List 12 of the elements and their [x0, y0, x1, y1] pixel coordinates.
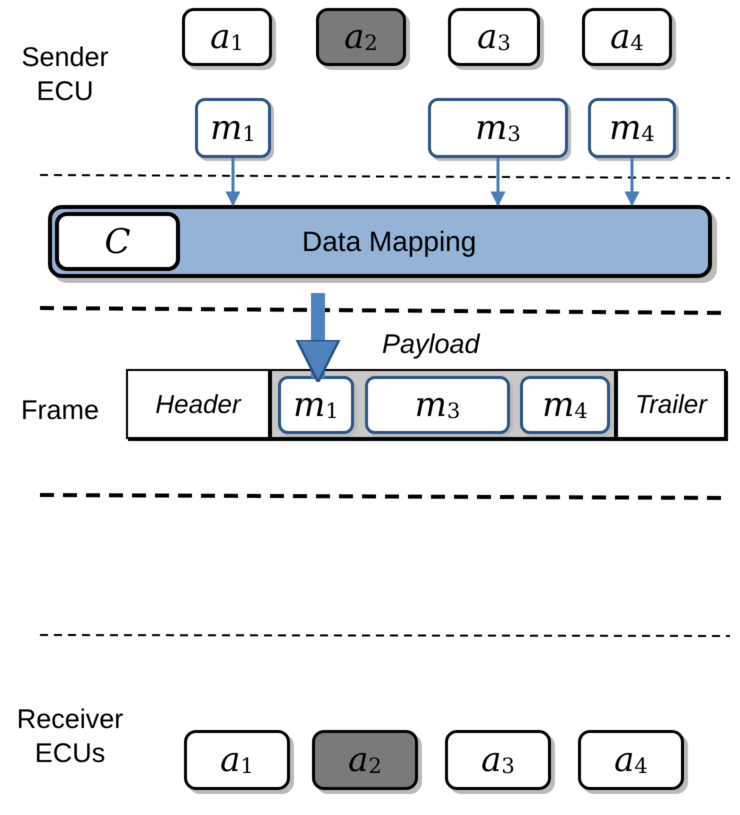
arrow [296, 293, 340, 384]
frame-field: Trailer [616, 369, 726, 439]
row-label: Receiver ECUs [16, 703, 124, 770]
block-title: Data Mapping [302, 226, 476, 258]
frame-field: Header [126, 369, 270, 439]
arrow [624, 158, 640, 206]
arrow [490, 158, 506, 206]
config-box: C [55, 212, 180, 271]
row-label: Sender ECU [20, 41, 110, 108]
arrow [226, 158, 240, 206]
row-label: Frame [20, 394, 100, 427]
payload-heading: Payload [382, 329, 480, 360]
